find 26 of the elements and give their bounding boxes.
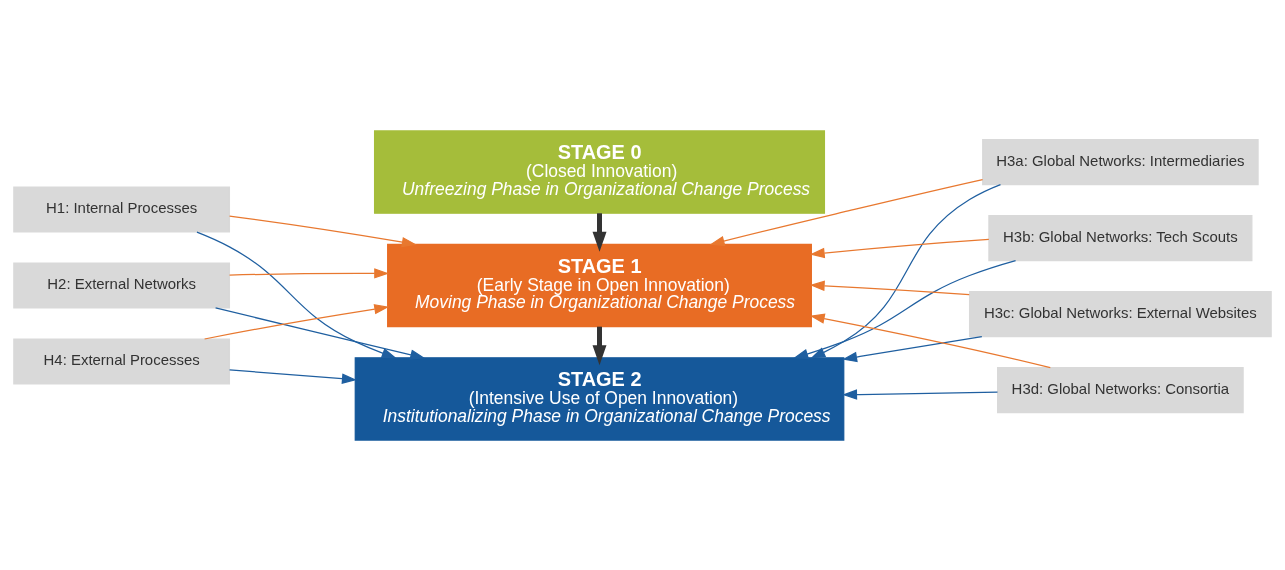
arrow: [196, 231, 397, 358]
arrow: [228, 267, 390, 279]
arrow: [809, 280, 970, 295]
node-box: H3d: Global Networks: Consortia: [997, 366, 1244, 413]
arrow: [592, 212, 607, 252]
arrow: [842, 388, 999, 400]
node-box: H2: External Networks: [13, 261, 231, 309]
node-box: STAGE 2 (Intensive Use of Open Innovation) Institutionalizing Phase in Organizational Change Process: [354, 356, 845, 441]
arrow: [709, 178, 984, 246]
node-box: H1: Internal Processes: [13, 185, 231, 233]
node-box: H3b: Global Networks: Tech Scouts: [988, 214, 1253, 261]
arrow: [809, 312, 1051, 368]
node-box: H3a: Global Networks: Intermediaries: [982, 138, 1259, 185]
arrow: [809, 238, 990, 258]
arrow: [810, 183, 1002, 359]
arrow: [592, 326, 607, 365]
arrow: [793, 259, 1017, 359]
node-box: STAGE 0 (Closed Innovation) Unfreezing Phase in Organizational Change Process: [373, 129, 826, 214]
arrow: [214, 306, 426, 360]
node-box: H3c: Global Networks: External Websites: [968, 290, 1272, 337]
node-box: STAGE 1 (Early Stage in Open Innovation) Moving Phase in Organizational Change Process: [387, 243, 812, 327]
arrow: [228, 368, 357, 384]
arrow: [228, 215, 417, 247]
arrow: [842, 335, 983, 362]
arrow: [203, 303, 390, 340]
node-box: H4: External Processes: [13, 337, 231, 385]
